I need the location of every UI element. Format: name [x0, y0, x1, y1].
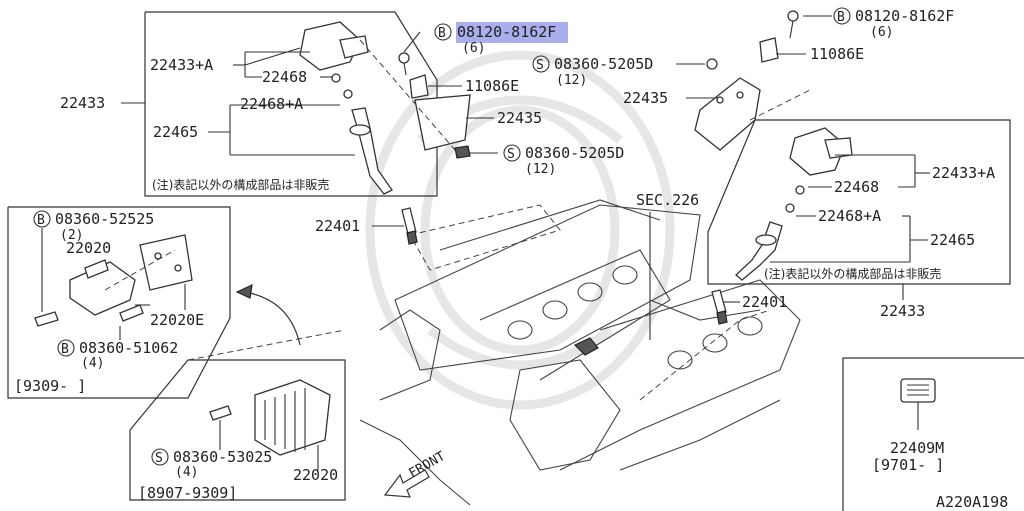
part-number-22020[interactable]: 22020	[66, 239, 111, 257]
ignition-coil-assembly-left	[299, 21, 393, 195]
svg-text:B: B	[61, 342, 69, 357]
part-number-11086e[interactable]: 11086E	[465, 77, 519, 95]
part-number-22401[interactable]: 22401	[742, 293, 787, 311]
part-number-22435[interactable]: 22435	[623, 89, 668, 107]
part-number-22435[interactable]: 22435	[497, 109, 542, 127]
leader-dashed	[104, 249, 176, 291]
part-number-22468[interactable]: 22468	[834, 178, 879, 196]
note-text: (注)表記以外の構成部品は非販売	[152, 177, 329, 192]
part-number-22433[interactable]: 22433	[880, 302, 925, 320]
part-number-08360-5205d[interactable]: 08360-5205D	[525, 144, 624, 162]
front-label: FRONT	[407, 449, 449, 482]
part-number-22468[interactable]: 22468	[262, 68, 307, 86]
circle-s-symbol: S	[151, 448, 169, 466]
date-range: [9309- ]	[14, 377, 86, 395]
part-number-22468a[interactable]: 22468+A	[818, 207, 881, 225]
part-number-22433[interactable]: 22433	[60, 94, 105, 112]
part-number-22433a[interactable]: 22433+A	[150, 56, 213, 74]
circle-s-symbol: S	[532, 55, 550, 73]
part-number-highlight	[456, 22, 568, 43]
part-number-22020[interactable]: 22020	[293, 466, 338, 484]
note-text: (注)表記以外の構成部品は非販売	[764, 266, 941, 281]
arrow-head	[235, 283, 253, 299]
spark-plug-right	[711, 289, 740, 325]
date-range: [9701- ]	[872, 456, 944, 474]
part-number-08360-53025[interactable]: 08360-53025	[173, 448, 272, 466]
label-plate-icon	[900, 378, 936, 430]
circle-b-symbol: B	[434, 23, 452, 41]
part-qty: (6)	[870, 25, 893, 40]
circle-b-symbol: B	[57, 339, 75, 357]
svg-text:B: B	[37, 213, 45, 228]
front-arrow	[383, 469, 430, 498]
igniter-unit-old	[209, 379, 331, 456]
left-frame	[7, 206, 231, 399]
coil-bracket-right	[694, 10, 799, 151]
svg-text:B: B	[438, 26, 446, 41]
leader-dashed	[359, 39, 456, 151]
part-qty: (4)	[175, 465, 198, 480]
part-number-08120-8162f[interactable]: 08120-8162F	[457, 23, 556, 41]
part-number-22020e[interactable]: 22020E	[150, 311, 204, 329]
part-qty: (2)	[60, 228, 83, 243]
date-range: [8907-9309]	[138, 484, 237, 502]
leader-dashed	[749, 89, 811, 121]
part-qty: (6)	[462, 41, 485, 56]
part-number-08360-51062[interactable]: 08360-51062	[79, 339, 178, 357]
top-right-frame	[707, 119, 1011, 285]
part-number-22468a[interactable]: 22468+A	[240, 95, 303, 113]
coil-bracket-left	[398, 52, 471, 159]
ignition-coil-assembly-right	[735, 127, 853, 281]
part-number-22465[interactable]: 22465	[930, 231, 975, 249]
svg-text:S: S	[536, 58, 544, 73]
section-reference[interactable]: SEC.226	[636, 191, 699, 209]
bottom-left-frame	[129, 359, 346, 501]
leader	[403, 31, 421, 53]
part-number-22465[interactable]: 22465	[153, 123, 198, 141]
part-number-08120-8162f[interactable]: 08120-8162F	[855, 7, 954, 25]
part-number-22433a[interactable]: 22433+A	[932, 164, 995, 182]
spark-plug-left	[372, 207, 418, 245]
svg-text:S: S	[155, 451, 163, 466]
part-qty: (4)	[81, 356, 104, 371]
circle-s-symbol: S	[503, 144, 521, 162]
part-number-22409m[interactable]: 22409M	[890, 439, 944, 457]
part-qty: (12)	[525, 162, 556, 177]
svg-text:S: S	[507, 147, 515, 162]
circle-b-symbol: B	[33, 210, 51, 228]
part-number-11086e[interactable]: 11086E	[810, 45, 864, 63]
part-number-08360-5205d[interactable]: 08360-5205D	[554, 55, 653, 73]
engine-block	[359, 199, 801, 506]
arrow-curve	[244, 291, 301, 346]
leader-dashed	[187, 329, 346, 361]
circle-b-symbol: B	[833, 7, 851, 25]
part-qty: (12)	[556, 73, 587, 88]
leader	[244, 47, 301, 66]
diagram-reference: A220A198	[936, 493, 1008, 511]
igniter-unit-new	[34, 234, 193, 327]
part-number-22401[interactable]: 22401	[315, 217, 360, 235]
part-number-08360-52525[interactable]: 08360-52525	[55, 210, 154, 228]
svg-text:B: B	[837, 10, 845, 25]
bottom-right-frame	[842, 357, 1024, 511]
